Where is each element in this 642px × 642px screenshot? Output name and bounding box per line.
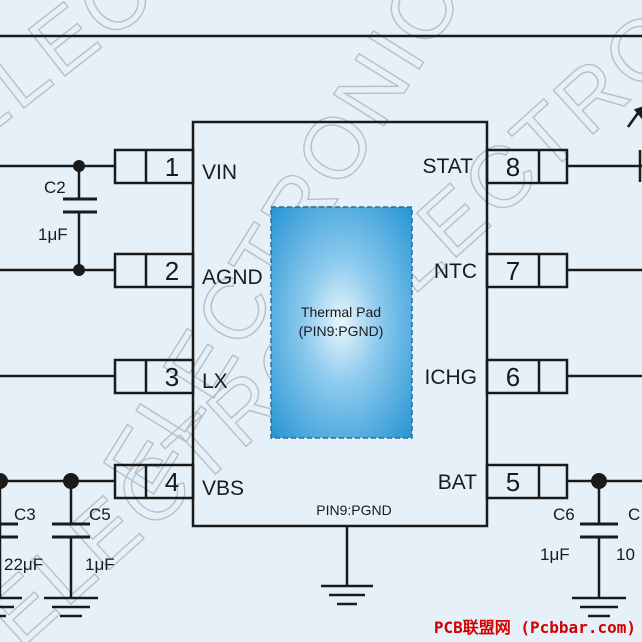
- c5-symbol: [52, 522, 90, 539]
- c2-value: 1μF: [38, 225, 68, 244]
- pin-5-number: 5: [506, 467, 520, 497]
- c3-value: 22μF: [4, 555, 43, 574]
- footer-credit: PCB联盟网 (Pcbbar.com): [434, 618, 636, 637]
- ground-icon: [0, 596, 22, 618]
- c6-value: 1μF: [540, 545, 570, 564]
- c7-value: 10: [616, 545, 635, 564]
- pgnd-label: PIN9:PGND: [316, 502, 391, 518]
- led-icon: [626, 106, 642, 182]
- thermal-pad-title: Thermal Pad: [301, 304, 381, 320]
- right-wiring: [567, 164, 642, 598]
- pin-5: 5 BAT: [438, 463, 569, 500]
- c7-name: C: [628, 505, 640, 524]
- junction-dot: [591, 473, 607, 489]
- pin-8-number: 8: [506, 152, 520, 182]
- junction-dot: [63, 473, 79, 489]
- c2-name: C2: [44, 178, 66, 197]
- junction-dot: [73, 264, 85, 276]
- junction-dot: [73, 160, 85, 172]
- c5-name: C5: [89, 505, 111, 524]
- pin-1: 1 VIN: [113, 148, 237, 185]
- pin-7-label: NTC: [434, 260, 477, 283]
- pin-4-label: VBS: [202, 477, 244, 500]
- ground-icon: [572, 596, 626, 618]
- pin-8-label: STAT: [422, 155, 473, 178]
- thermal-pad-subtitle: (PIN9:PGND): [299, 323, 384, 339]
- pin-3-number: 3: [165, 362, 179, 392]
- junction-dot: [0, 473, 8, 489]
- ic-body: [191, 120, 489, 528]
- pin-3: 3 LX: [113, 358, 228, 395]
- pin-7-number: 7: [506, 256, 520, 286]
- pin-1-number: 1: [165, 152, 179, 182]
- pin-2-label: AGND: [202, 266, 263, 289]
- left-wiring: [0, 164, 115, 598]
- pin-2-number: 2: [165, 256, 179, 286]
- c5-value: 1μF: [85, 555, 115, 574]
- pin-3-label: LX: [202, 370, 228, 393]
- pin-6: 6 ICHG: [425, 358, 569, 395]
- c6-name: C6: [553, 505, 575, 524]
- c3-symbol: [0, 522, 18, 539]
- pin-4: 4 VBS: [113, 463, 244, 500]
- pin-6-label: ICHG: [425, 366, 478, 389]
- pin-6-number: 6: [506, 362, 520, 392]
- c2-symbol: [63, 197, 97, 214]
- thermal-pad: Thermal Pad (PIN9:PGND): [270, 206, 413, 439]
- c3-name: C3: [14, 505, 36, 524]
- pin-1-label: VIN: [202, 161, 237, 184]
- ground-icon: [44, 596, 98, 618]
- pgnd-ground: [321, 526, 373, 606]
- pin-5-label: BAT: [438, 471, 477, 494]
- pin-8: 8 STAT: [422, 148, 569, 185]
- c6-symbol: [580, 522, 618, 539]
- pin-4-number: 4: [165, 467, 179, 497]
